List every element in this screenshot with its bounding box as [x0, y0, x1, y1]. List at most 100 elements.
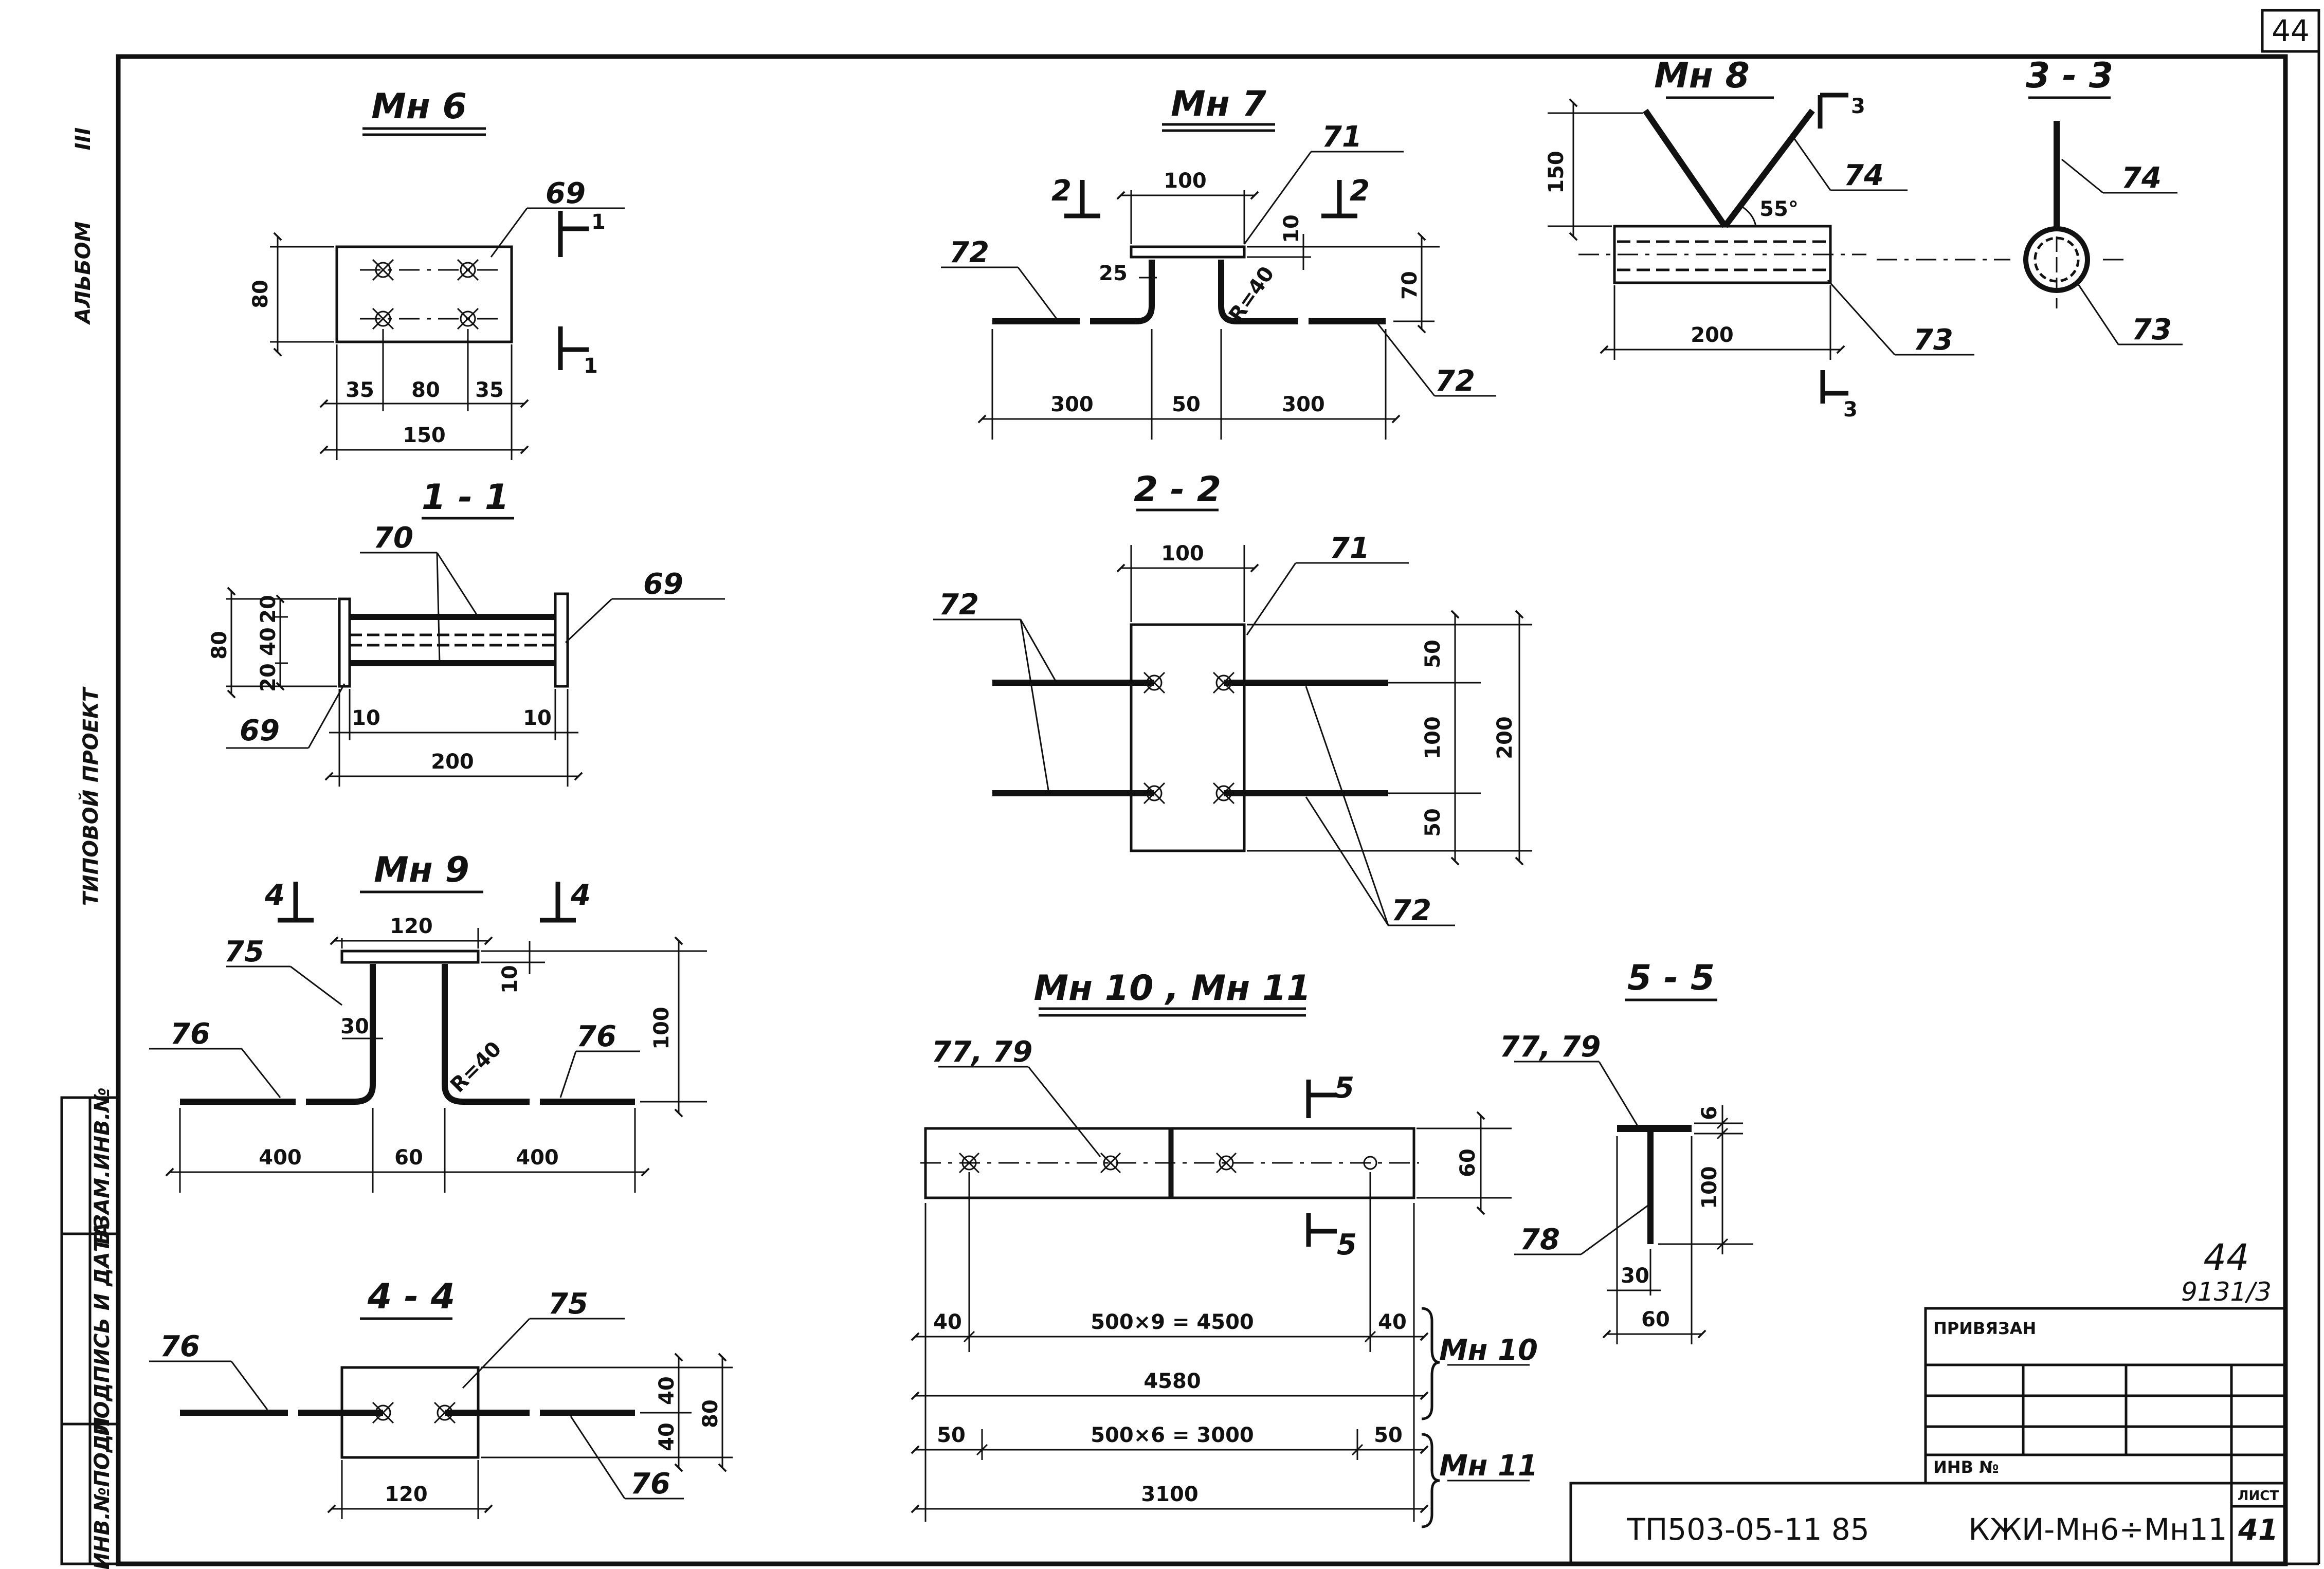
mn10-dim-50a: 50 [937, 1424, 966, 1447]
s4-callout-75: 75 [548, 1287, 588, 1321]
s4-dim-120: 120 [385, 1483, 428, 1506]
section-2-2: 2 - 2 100 50 100 50 200 71 72 [933, 469, 1532, 927]
stud-icon [372, 259, 394, 281]
mn7-cut-mark-left: 2 [1051, 174, 1072, 208]
s4-title: 4 - 4 [367, 1276, 455, 1317]
section-5-5: 5 - 5 77, 79 78 6 100 30 60 [1500, 958, 1753, 1344]
s2-callout-71: 71 [1330, 532, 1370, 565]
archive-number: 9131/3 [2181, 1277, 2272, 1307]
view-mn8: Мн 8 55° 3 3 74 73 150 200 [1545, 56, 1974, 422]
mn6-title: Мн 6 [371, 86, 467, 127]
view-mn7: Мн 7 2 2 100 10 70 25 R=40 71 [941, 84, 1496, 440]
s3-title: 3 - 3 [2026, 56, 2113, 96]
mn9-cut-mark-left: 4 [264, 879, 285, 912]
mn7-title: Мн 7 [1171, 84, 1266, 124]
view-mn10-mn11: Мн 10 , Мн 11 5 5 77, 79 60 40 [911, 968, 1538, 1528]
mn8-callout-73: 73 [1913, 323, 1953, 357]
privyazan-label: ПРИВЯЗАН [1933, 1319, 2036, 1338]
side-project: ТИПОВОЙ ПРОЕКТ [78, 686, 103, 906]
mn10-dim-40b: 40 [1378, 1310, 1407, 1334]
s4-dim-80: 80 [699, 1399, 722, 1428]
mn9-title: Мн 9 [374, 850, 469, 890]
mn7-dim-70: 70 [1398, 271, 1422, 300]
mn6-dim-35a: 35 [346, 378, 374, 402]
mn9-callout-75: 75 [224, 935, 264, 969]
mn10-dim-60: 60 [1456, 1148, 1480, 1177]
mn10-title: Мн 10 , Мн 11 [1033, 968, 1311, 1009]
s1-dim-40: 40 [257, 627, 280, 656]
s3-callout-74: 74 [2121, 161, 2162, 195]
mn7-dim-300b: 300 [1282, 393, 1325, 416]
mn8-angle: 55° [1759, 197, 1799, 221]
section-1-1: 1 - 1 70 69 69 80 20 40 20 1 [208, 477, 725, 787]
mn9-dim-radius: R=40 [446, 1037, 506, 1097]
mn6-cut-mark-top: 1 [591, 210, 606, 234]
mn8-dim-200: 200 [1691, 323, 1734, 347]
drawing-frame: 44 АЛЬБОМ III ТИПОВОЙ ПРОЕКТ ИНВ.№ПОДЛ П… [60, 9, 2320, 1569]
mn9-dim-400a: 400 [259, 1146, 302, 1170]
mn7-dim-radius: R=40 [1224, 262, 1279, 326]
s2-title: 2 - 2 [1134, 469, 1221, 510]
stud-icon [1143, 671, 1166, 694]
s4-callout-76-right: 76 [630, 1467, 670, 1501]
mn6-cut-mark-bottom: 1 [584, 354, 598, 378]
mn8-title: Мн 8 [1654, 56, 1750, 96]
mn9-dim-120: 120 [390, 915, 433, 938]
s2-dim-200: 200 [1493, 716, 1517, 759]
s5-dim-30: 30 [1621, 1264, 1649, 1288]
s1-dim-200: 200 [431, 750, 474, 774]
s4-callout-76-left: 76 [160, 1330, 200, 1363]
mn7-callout-72-left: 72 [949, 236, 989, 269]
s2-dim-50a: 50 [1421, 640, 1445, 668]
mn6-dim-height: 80 [249, 280, 273, 308]
mn6-dim-35b: 35 [475, 378, 504, 402]
stud-icon [433, 1401, 456, 1424]
s1-dim-20a: 20 [257, 595, 280, 624]
s2-callout-72-left: 72 [939, 588, 979, 622]
s4-dim-40b: 40 [655, 1422, 679, 1451]
section-3-3: 3 - 3 74 73 [1877, 56, 2183, 346]
stud-icon [958, 1152, 980, 1174]
side-album: АЛЬБОМ [71, 222, 95, 325]
s1-callout-70: 70 [373, 521, 413, 555]
stud-icon [372, 307, 394, 330]
mn9-callout-76-left: 76 [170, 1017, 210, 1051]
mn9-cut-mark-right: 4 [570, 879, 591, 912]
mn10-dim-3100: 3100 [1141, 1483, 1198, 1506]
hand-number: 44 [2203, 1236, 2249, 1279]
mn9-dim-10: 10 [498, 965, 522, 994]
mn9-dim-60: 60 [394, 1146, 423, 1170]
mn10-label-mn10: Мн 10 [1439, 1334, 1538, 1367]
mn7-dim-50: 50 [1172, 393, 1201, 416]
doc-code: ТП503-05-11 85 [1626, 1512, 1869, 1547]
side-podpis: ПОДПИСЬ И ДАТА [90, 1222, 114, 1436]
s1-callout-69-left: 69 [240, 714, 280, 747]
s2-dim-100v: 100 [1421, 716, 1445, 759]
s1-dim-80: 80 [208, 631, 231, 660]
mn11-dim-chain: 500×6 = 3000 [1091, 1424, 1254, 1447]
s5-dim-6: 6 [1698, 1106, 1721, 1120]
mn10-label-mn11: Мн 11 [1439, 1449, 1538, 1483]
mn10-dim-50b: 50 [1374, 1424, 1403, 1447]
mn10-callout-77-79: 77, 79 [932, 1035, 1033, 1069]
s1-title: 1 - 1 [422, 477, 509, 518]
stud-icon [1212, 782, 1235, 805]
mn7-dim-10: 10 [1280, 214, 1303, 243]
mn8-cut-mark-top: 3 [1851, 95, 1865, 118]
mn7-dim-100: 100 [1164, 169, 1207, 193]
mn9-callout-76-right: 76 [576, 1020, 616, 1053]
s2-callout-72-right: 72 [1391, 894, 1431, 927]
sheet-number: 41 [2238, 1513, 2278, 1547]
sheet-label: ЛИСТ [2238, 1488, 2279, 1504]
mn10-dim-4580: 4580 [1143, 1370, 1201, 1393]
s2-dim-50b: 50 [1421, 808, 1445, 837]
s5-title: 5 - 5 [1627, 958, 1715, 998]
s1-callout-69-right: 69 [643, 568, 683, 601]
side-inv-podl: ИНВ.№ПОДЛ [90, 1417, 114, 1569]
stud-icon [1143, 782, 1166, 805]
inv-no-label: ИНВ № [1933, 1457, 1999, 1477]
s5-callout-77-79: 77, 79 [1500, 1030, 1601, 1064]
stud-icon [1212, 671, 1235, 694]
stud-icon [457, 307, 479, 330]
